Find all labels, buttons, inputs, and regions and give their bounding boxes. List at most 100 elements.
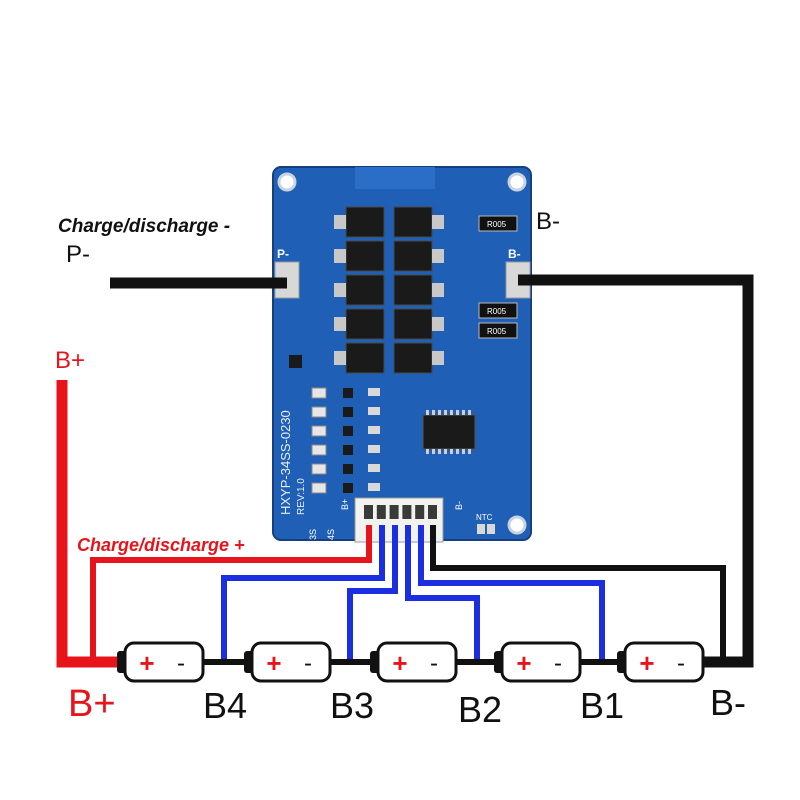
cell-body	[623, 641, 705, 683]
mounting-hole	[507, 172, 527, 192]
battery-cells: +-+-+-+-+-	[117, 641, 705, 683]
mounting-hole	[507, 515, 527, 535]
ntc-pad	[477, 524, 485, 534]
cell-minus-sign: -	[554, 650, 562, 677]
label-b2: B2	[458, 689, 503, 730]
smd-component	[311, 387, 380, 399]
pad-p-minus-label: P-	[277, 247, 289, 261]
mosfet	[393, 240, 444, 272]
mosfet	[393, 206, 444, 238]
ic-pin	[444, 449, 447, 454]
mosfet-array	[334, 206, 444, 374]
board-model-text: HXYP-34SS-0230	[278, 410, 293, 515]
ic-pin	[462, 410, 465, 415]
cell-body	[376, 641, 458, 683]
mosfet	[393, 342, 444, 374]
label-b1: B1	[580, 685, 625, 726]
wire-b-minus	[518, 274, 754, 668]
battery-cell: +-	[117, 641, 205, 683]
ic-pin	[456, 410, 459, 415]
label-b4: B4	[203, 685, 248, 726]
board-rev-text: REV:1.0	[296, 478, 307, 515]
ic-pin	[438, 410, 441, 415]
smd-component	[311, 463, 380, 475]
wire-b4	[221, 525, 385, 662]
ic-pin	[426, 449, 429, 454]
connector-pin	[376, 505, 386, 519]
cell-plus-sign: +	[266, 648, 281, 678]
mounting-hole	[277, 172, 297, 192]
smd-component	[311, 444, 380, 456]
cell-body	[250, 641, 332, 683]
ic-pin	[456, 449, 459, 454]
connector-pins	[364, 505, 437, 519]
wire-charge-plus	[90, 525, 372, 662]
ic-pin	[462, 449, 465, 454]
connector-pin	[415, 505, 425, 519]
ic-pin	[438, 449, 441, 454]
mosfet	[334, 206, 385, 238]
label-charge-discharge-plus: Charge/discharge +	[77, 535, 245, 555]
battery-cell: +-	[370, 641, 458, 683]
smd-component	[311, 406, 380, 418]
transistor	[289, 355, 302, 368]
ic-pins	[426, 410, 471, 454]
connector-pin	[364, 505, 373, 519]
mosfet	[334, 308, 385, 340]
label-b-plus-side: B+	[55, 347, 86, 374]
ic-pin	[468, 449, 471, 454]
sense-resistor	[478, 322, 518, 339]
ic-pin	[432, 410, 435, 415]
balance-components	[311, 387, 380, 494]
sense-resistor	[478, 215, 518, 232]
mark-b-plus: B+	[340, 499, 350, 510]
mark-ntc: NTC	[476, 513, 493, 522]
protection-ic	[422, 414, 476, 450]
wire-b2	[405, 525, 480, 662]
pad-b-minus-label: B-	[508, 247, 521, 261]
battery-cell: +-	[617, 641, 705, 683]
wire-b3	[347, 525, 398, 662]
connector-pin	[428, 505, 437, 519]
mosfet	[393, 274, 444, 306]
battery-cell: +-	[494, 641, 582, 683]
cell-plus-sign: +	[139, 648, 154, 678]
mark-b-minus: B-	[454, 501, 464, 510]
ic-pin	[444, 410, 447, 415]
cell-plus-sign: +	[392, 648, 407, 678]
mark-4s: 4S	[326, 529, 336, 540]
smd-component	[311, 425, 380, 437]
battery-cell: +-	[244, 641, 332, 683]
cell-minus-sign: -	[677, 650, 685, 677]
bms-board: P- B- R005 R005 R005 HXYP-34SS-0230 REV:…	[272, 166, 532, 543]
mark-3s: 3S	[308, 529, 318, 540]
label-b-minus-bottom: B-	[710, 682, 746, 723]
connector-pin	[402, 505, 412, 519]
ic-pin	[450, 410, 453, 415]
ic-pin	[450, 449, 453, 454]
sense-resistor	[478, 302, 518, 319]
cell-minus-sign: -	[304, 650, 312, 677]
connector-pin	[389, 505, 399, 519]
mosfet	[334, 240, 385, 272]
smd-component	[311, 482, 380, 494]
cell-body	[500, 641, 582, 683]
label-b-plus-bottom: B+	[68, 683, 116, 725]
ic-pin	[426, 410, 429, 415]
resistor-label: R005	[487, 307, 507, 316]
mosfet	[334, 274, 385, 306]
label-b-minus-top: B-	[536, 208, 560, 235]
label-charge-discharge-minus: Charge/discharge -	[58, 216, 231, 237]
label-b3: B3	[330, 685, 375, 726]
cell-plus-sign: +	[516, 648, 531, 678]
wire-b1	[418, 525, 605, 662]
label-p-minus: P-	[66, 241, 90, 268]
ntc-pad	[487, 524, 495, 534]
cell-minus-sign: -	[177, 650, 185, 677]
wire-balance-b-minus	[430, 525, 726, 662]
cell-body	[123, 641, 205, 683]
cell-plus-sign: +	[639, 648, 654, 678]
cell-minus-sign: -	[430, 650, 438, 677]
mosfet	[334, 342, 385, 374]
